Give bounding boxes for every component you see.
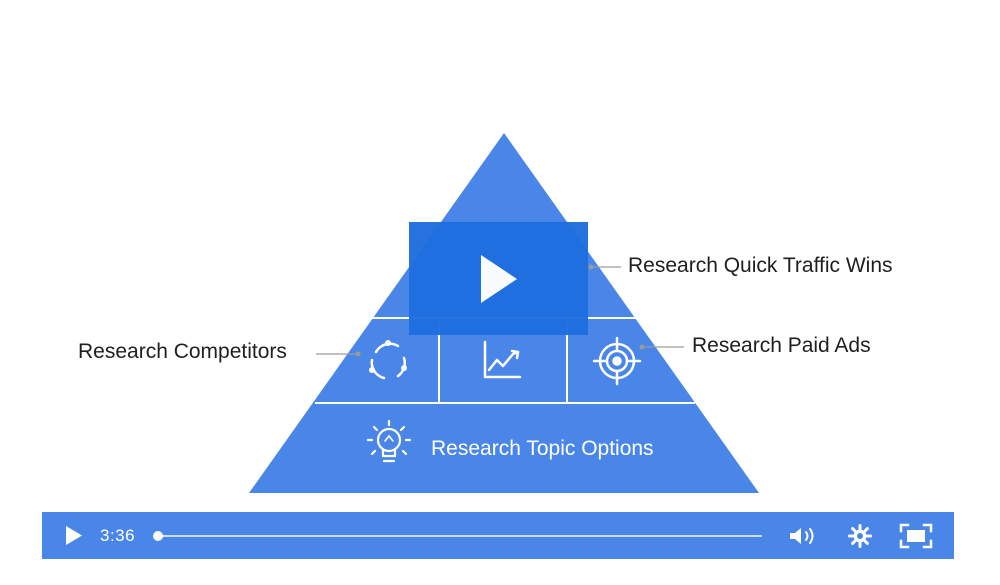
current-time: 3:36 — [100, 525, 136, 545]
callout-leaders — [316, 266, 684, 355]
callout-research-competitors: Research Competitors — [78, 340, 287, 363]
volume-button[interactable] — [784, 512, 824, 559]
target-icon — [592, 336, 642, 386]
play-icon — [480, 254, 517, 303]
video-control-bar: 3:36 — [42, 512, 954, 559]
fullscreen-icon — [899, 523, 933, 548]
play-overlay-button[interactable] — [409, 222, 588, 335]
callout-research-paid-ads: Research Paid Ads — [692, 334, 871, 357]
refresh-cycle-icon — [369, 340, 407, 380]
volume-icon — [790, 527, 814, 544]
play-icon — [66, 526, 82, 545]
gear-icon — [848, 523, 872, 548]
callout-dots — [355, 264, 645, 357]
settings-button[interactable] — [840, 512, 880, 559]
bottom-tier-label: Research Topic Options — [431, 437, 654, 460]
lightbulb-icon — [366, 419, 412, 463]
progress-handle[interactable] — [153, 530, 163, 541]
play-button[interactable] — [56, 512, 92, 559]
line-chart-icon — [483, 340, 522, 379]
progress-scrubber[interactable] — [153, 526, 762, 546]
callout-quick-traffic-wins: Research Quick Traffic Wins — [628, 254, 893, 277]
fullscreen-button[interactable] — [896, 512, 936, 559]
progress-track — [158, 534, 762, 537]
